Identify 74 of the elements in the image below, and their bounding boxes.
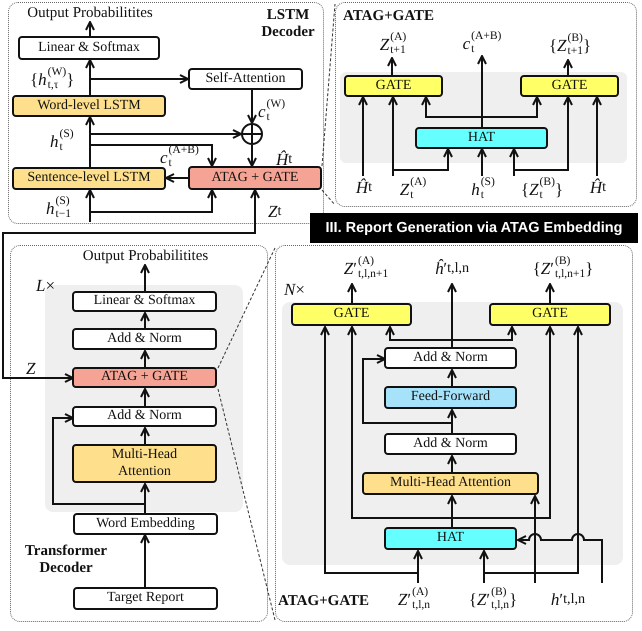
arrow	[140, 350, 150, 368]
process-box: Add & Norm	[72, 328, 217, 350]
arrow	[447, 369, 457, 387]
math-label: {Z$_{t}$$^{(B)}$}	[508, 176, 576, 202]
arrow	[563, 59, 573, 75]
arrow	[247, 90, 257, 124]
arrow	[530, 495, 540, 583]
process-box: Add & Norm	[384, 433, 517, 455]
math-label: {Z$_{t+1}$$^{(B)}$}	[536, 30, 604, 60]
arrow	[592, 96, 602, 176]
panel-frame	[335, 2, 637, 207]
arrow	[2, 189, 260, 383]
repeat-label: N×	[284, 280, 306, 300]
process-box: GATE	[489, 303, 611, 326]
edge-label: {h$_{t,τ}$$^{(W)}$}	[30, 64, 76, 93]
arrow	[85, 21, 95, 36]
math-label: Z	[26, 358, 36, 378]
arrow	[140, 534, 150, 587]
arrow	[392, 148, 453, 176]
panel-title: Transformer Decoder	[24, 543, 108, 578]
arrow	[247, 145, 257, 167]
process-box: Linear & Softmax	[18, 36, 160, 60]
process-box: Feed-Forward	[384, 386, 517, 409]
process-box: GATE	[291, 303, 412, 326]
arrow	[517, 533, 603, 583]
panel-frame	[10, 245, 268, 622]
panel-title: LSTM Decoder	[260, 7, 316, 42]
arrow	[447, 455, 457, 473]
panel-frame	[275, 245, 633, 622]
arrow	[347, 283, 357, 304]
zoom-guide-line	[322, 4, 336, 166]
process-box: Add & Norm	[384, 347, 517, 369]
process-box: Self-Attention	[188, 68, 303, 90]
process-box: GATE	[520, 75, 619, 97]
math-label: {Z′$_{t,l,n+1}$$^{(B)}$}	[514, 252, 612, 284]
panel-title: ATAG+GATE	[343, 8, 436, 26]
arrow	[89, 144, 217, 167]
arrow	[140, 264, 150, 292]
arrow	[140, 312, 150, 329]
arrow	[358, 96, 368, 176]
arrow	[451, 326, 517, 348]
zoom-guide-line	[218, 388, 276, 620]
output-label: Output Probabilitites	[18, 4, 162, 22]
math-label: {Z′$_{t,l,n}$$^{(B)}$}	[457, 583, 529, 615]
sum-symbol	[241, 123, 263, 145]
repeat-label: L×	[36, 276, 56, 296]
process-box: Multi-Head Attention	[362, 472, 539, 495]
arrow	[477, 148, 487, 176]
process-box: Target Report	[73, 587, 218, 610]
process-box: Word-level LSTM	[12, 95, 166, 117]
arrow	[89, 189, 217, 222]
panel-frame	[8, 2, 324, 224]
panel-title: ATAG+GATE	[278, 593, 370, 610]
arrow	[89, 74, 189, 95]
arrow	[451, 326, 555, 528]
section-banner: III. Report Generation via ATAG Embedding	[310, 213, 638, 243]
arrow	[165, 173, 188, 183]
arrow	[545, 283, 555, 304]
arrow	[140, 388, 150, 407]
process-box: GATE	[344, 75, 443, 97]
process-box: Multi-Head Attention	[72, 444, 217, 483]
process-box: ATAG + GATE	[188, 166, 322, 190]
process-box: HAT	[384, 527, 517, 550]
output-label: Output Probabilitites	[73, 248, 218, 265]
process-box: Add & Norm	[72, 406, 217, 427]
arrow	[140, 427, 150, 445]
arrow	[387, 57, 397, 75]
process-box: ATAG + GATE	[72, 367, 217, 388]
process-box: Sentence-level LSTM	[12, 167, 166, 190]
arrow	[362, 354, 453, 434]
process-box: Linear & Softmax	[72, 291, 217, 312]
process-box: HAT	[415, 127, 548, 149]
process-box: Word Embedding	[73, 513, 218, 535]
zoom-guide-line	[322, 190, 336, 206]
